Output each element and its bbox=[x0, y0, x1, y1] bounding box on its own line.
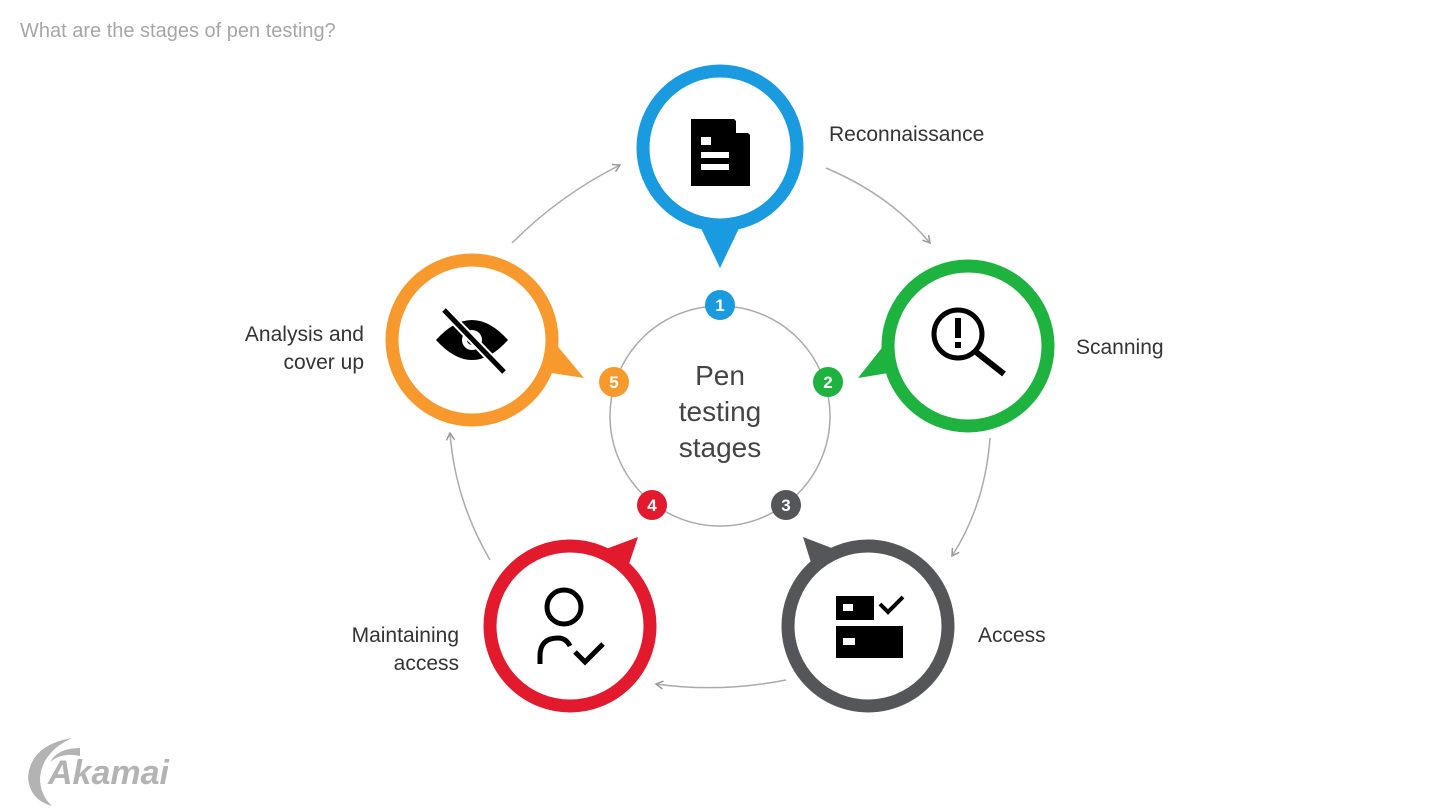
stage-scanning: 2 Scanning bbox=[813, 259, 1164, 433]
stage-label: Scanning bbox=[1076, 336, 1164, 359]
arrow-1-to-2 bbox=[825, 167, 931, 245]
document-icon bbox=[691, 119, 750, 186]
arrow-4-to-5 bbox=[445, 431, 491, 561]
logo-text: Akamai bbox=[47, 754, 171, 792]
center-label-line: stages bbox=[679, 432, 762, 463]
arrow-3-to-4 bbox=[654, 679, 787, 690]
stage-access: 3 Access bbox=[771, 490, 1046, 713]
stage-label: Reconnaissance bbox=[829, 123, 984, 146]
stage-number-badge: 4 bbox=[647, 496, 657, 515]
user-check-icon bbox=[537, 587, 605, 666]
stage-label: Maintaining bbox=[352, 624, 459, 647]
page-title: What are the stages of pen testing? bbox=[20, 20, 336, 42]
arrow-2-to-3 bbox=[951, 437, 991, 558]
center-label-line: Pen bbox=[695, 360, 745, 391]
stage-number-badge: 5 bbox=[609, 373, 618, 392]
access-checklist-icon bbox=[836, 595, 905, 658]
akamai-logo: Akamai bbox=[28, 738, 171, 806]
stage-number-badge: 2 bbox=[823, 373, 832, 392]
search-alert-icon bbox=[931, 307, 1006, 377]
stage-label: cover up bbox=[283, 351, 364, 374]
stage-label: Analysis and bbox=[245, 323, 364, 346]
stage-label: Access bbox=[978, 624, 1046, 647]
stage-maintaining-access: 4 Maintaining access bbox=[352, 490, 667, 713]
stage-number-badge: 3 bbox=[781, 496, 790, 515]
stage-analysis-cover-up: 5 Analysis and cover up bbox=[245, 253, 629, 427]
arrow-5-to-1 bbox=[511, 163, 622, 244]
stage-reconnaissance: 1 Reconnaissance bbox=[636, 64, 984, 320]
stage-number-badge: 1 bbox=[715, 296, 724, 315]
stage-label: access bbox=[394, 652, 459, 675]
center-label-line: testing bbox=[679, 396, 762, 427]
eye-off-icon bbox=[436, 306, 508, 376]
